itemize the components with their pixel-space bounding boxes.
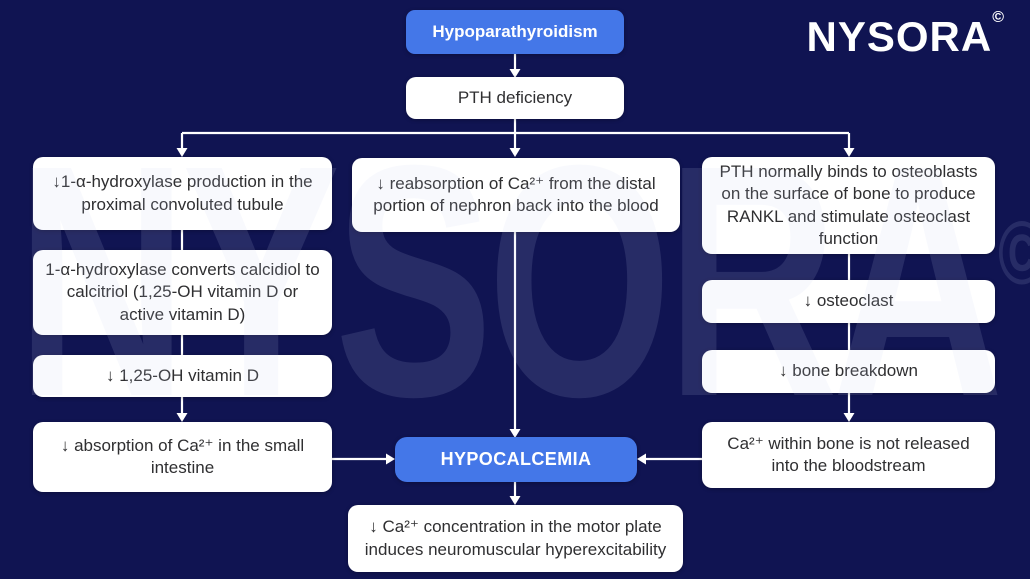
arrowhead-branch-right — [843, 148, 855, 157]
node-pth-deficiency: PTH deficiency — [406, 77, 624, 119]
node-right-pth-osteoblasts: PTH normally binds to osteoblasts on the… — [702, 157, 995, 254]
logo-copyright-symbol: © — [992, 9, 1004, 26]
node-middle-reabsorption: ↓ reabsorption of Ca²⁺ from the distal p… — [352, 158, 680, 232]
arrowhead-branch-left — [176, 148, 188, 157]
node-right-osteoclast: ↓ osteoclast — [702, 280, 995, 323]
logo-text: NYSORA — [806, 13, 993, 60]
node-hypocalcemia: HYPOCALCEMIA — [395, 437, 637, 482]
arrowhead-right3-right4 — [843, 413, 855, 422]
node-hypoparathyroidism: Hypoparathyroidism — [406, 10, 624, 54]
arrowhead-right4-hypocalcemia — [637, 453, 646, 465]
nysora-logo: NYSORA© — [806, 10, 1005, 60]
node-left-absorption: ↓ absorption of Ca²⁺ in the small intest… — [33, 422, 332, 492]
node-middle-motor-plate: ↓ Ca²⁺ concentration in the motor plate … — [348, 505, 683, 572]
arrowhead-hypocalcemia-middle2 — [509, 496, 521, 505]
node-left-vitamin-d: ↓ 1,25-OH vitamin D — [33, 355, 332, 397]
node-right-bone-breakdown: ↓ bone breakdown — [702, 350, 995, 393]
node-left-hydroxylase-production: ↓1-α-hydroxylase production in the proxi… — [33, 157, 332, 230]
watermark-copyright-symbol: © — [998, 204, 1030, 304]
node-left-hydroxylase-converts: 1-α-hydroxylase converts calcidiol to ca… — [33, 250, 332, 335]
arrowhead-left4-hypocalcemia — [386, 453, 395, 465]
arrowhead-branch-middle — [509, 148, 521, 157]
node-right-bloodstream: Ca²⁺ within bone is not released into th… — [702, 422, 995, 488]
arrowhead-left3-left4 — [176, 413, 188, 422]
